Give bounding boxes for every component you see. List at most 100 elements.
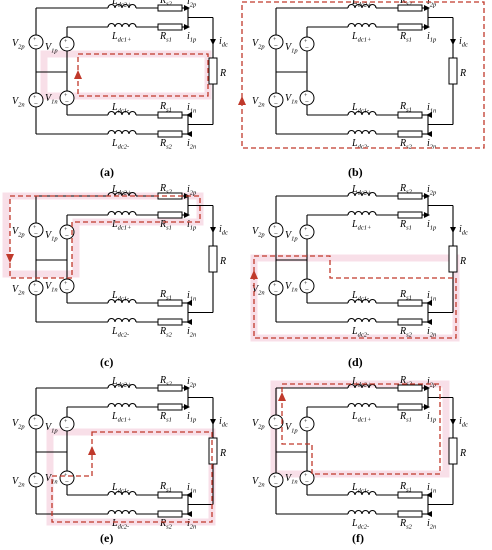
label-v1n: V1n [45,473,58,486]
panel-c-current-arrow [6,254,14,263]
label-i2n: i2n [187,138,196,151]
source-v1p [59,36,75,52]
resistor-rs2-top [397,4,423,12]
label-v2p: V2p [252,418,265,431]
label-rs1-top: Rs1 [399,219,412,232]
arrow-idc [450,227,456,233]
label-i1p: i1p [427,219,437,232]
resistor-rs1-top [397,211,423,219]
inductor-ldc1-plus [347,22,377,28]
label-rs1-bottom: Rs1 [159,481,172,494]
panel-c: +−+−+−+−Ldc2+Ldc1+Ldc1-Ldc2-Rs2Rs1Rs1Rs2… [2,183,228,369]
arrow-idc [210,419,216,425]
inductor-ldc2-minus [347,129,377,135]
arrow-idc [450,419,456,425]
resistor-rs2-bottom [397,318,423,326]
label-ldc2-plus: Ldc2+ [351,184,371,197]
label-i2n: i2n [427,518,436,531]
label-idc: idc [219,224,228,237]
source-v2p [268,222,284,238]
label-ldc1-plus: Ldc1+ [351,31,371,44]
arrow-i2p [184,5,190,11]
inductor-ldc2-minus [107,509,137,515]
source-v1p-minus: − [305,232,309,240]
inductor-ldc2-minus [107,317,137,323]
source-v2p-plus: + [33,417,37,423]
source-v1n [59,90,75,106]
label-v1n: V1n [45,93,58,106]
panels: +−+−+−+−Ldc2+Ldc1+Ldc1-Ldc2-Rs2Rs1Rs1Rs2… [2,0,485,545]
source-v2p-plus: + [273,37,277,43]
label-rs2-top: Rs2 [399,375,413,388]
resistor-rs2-top [397,192,423,200]
label-ldc1-minus: Ldc1- [351,102,369,115]
label-v2n: V2n [12,476,25,489]
label-rs2-top: Rs2 [159,183,173,196]
source-v1n-plus: + [304,473,308,479]
label-v1p: V1p [285,230,298,243]
label-rs1-top: Rs1 [159,411,172,424]
resistor-rs1-top [157,403,183,411]
source-v1p-plus: + [304,419,308,425]
label-v1p: V1p [285,42,298,55]
source-v2n [268,280,284,296]
label-idc: idc [459,224,468,237]
panel-f: +−+−+−+−Ldc2+Ldc1+Ldc1-Ldc2-Rs2Rs1Rs1Rs2… [252,375,468,545]
arrow-i1p [184,24,190,30]
source-v2p-minus: − [34,422,38,430]
source-v2p-minus: − [274,42,278,50]
resistor-rs1-bottom [157,299,183,307]
label-i2p: i2p [427,0,437,9]
label-idc: idc [459,416,468,429]
label-r: R [219,256,226,267]
source-v1p [299,36,315,52]
label-idc: idc [459,36,468,49]
label-rs1-bottom: Rs1 [399,289,412,302]
arrow-i1n [186,112,192,118]
label-r: R [459,256,466,267]
resistor-rs1-bottom [157,111,183,119]
load-resistor [208,245,218,273]
label-idc: idc [219,36,228,49]
arrow-idc [210,227,216,233]
source-v2n [28,472,44,488]
label-r: R [219,68,226,79]
arrow-i1n [186,492,192,498]
label-i2p: i2p [187,184,197,197]
arrow-i1p [424,404,430,410]
arrow-i2n [426,131,432,137]
panel-c-caption: (c) [100,355,113,369]
label-rs1-top: Rs1 [399,411,412,424]
panel-d-current-path [253,255,457,339]
label-rs2-top: Rs2 [399,183,413,196]
resistor-rs1-bottom [397,299,423,307]
source-v2p-plus: + [273,225,277,231]
inductor-ldc2-minus [347,509,377,515]
arrow-i1n [186,300,192,306]
source-v1p-plus: + [64,227,68,233]
source-v1n-minus: − [65,286,69,294]
inductor-ldc1-minus [107,110,137,116]
arrow-i2n [426,511,432,517]
source-v2n [28,280,44,296]
inductor-ldc2-plus [347,191,377,197]
label-i2p: i2p [427,184,437,197]
arrow-idc [210,39,216,45]
inductor-ldc1-minus [107,298,137,304]
label-v1n: V1n [285,281,298,294]
source-v2n-plus: + [33,475,37,481]
label-rs2-top: Rs2 [399,0,413,8]
label-rs2-bottom: Rs2 [159,518,173,531]
resistor-rs1-bottom [397,491,423,499]
label-i1n: i1n [427,102,436,115]
panel-e-current-path [51,431,213,523]
label-i1p: i1p [427,411,437,424]
label-rs2-bottom: Rs2 [399,326,413,339]
source-v2n [268,472,284,488]
resistor-rs1-top [397,403,423,411]
source-v2n [268,92,284,108]
panel-f-caption: (f) [352,531,364,545]
label-v2n: V2n [252,284,265,297]
source-v1n-plus: + [64,281,68,287]
